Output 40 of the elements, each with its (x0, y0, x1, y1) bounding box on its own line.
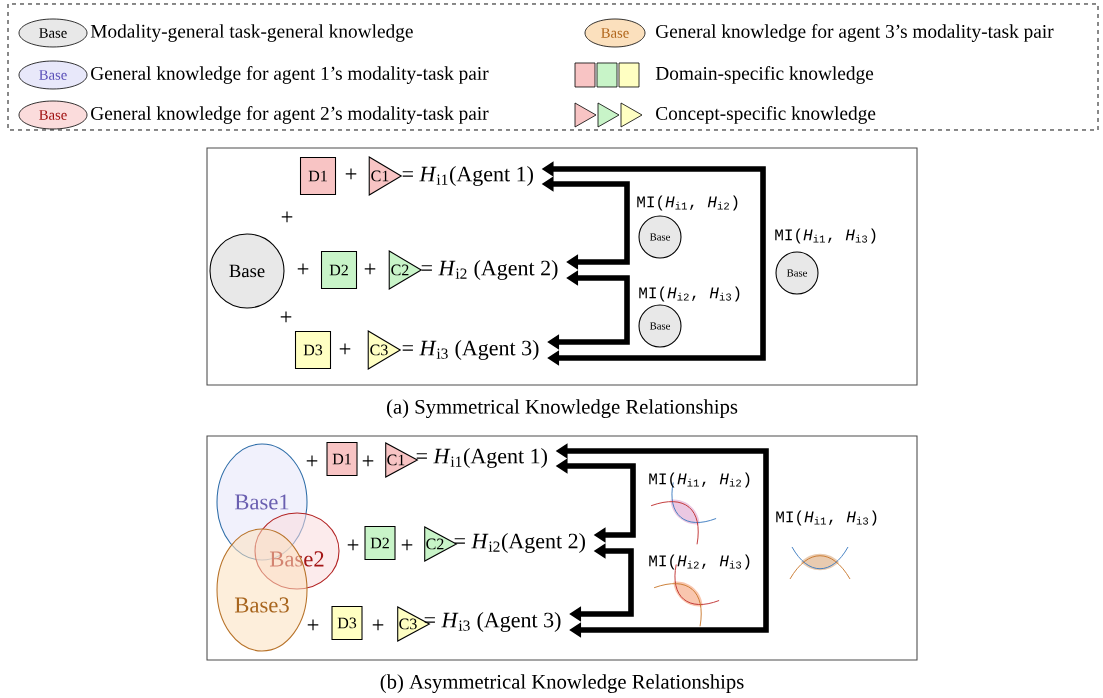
plus-sign: + (281, 211, 293, 223)
legend-text: Modality-general task-general knowledge (90, 24, 413, 42)
domain-box: D3 (331, 605, 363, 641)
plus-sign: + (297, 263, 309, 275)
legend-text: General knowledge for agent 3’s modality-task pair (656, 24, 1054, 42)
plus-sign: + (306, 455, 318, 467)
plus-sign: + (307, 619, 319, 631)
legend-text: Domain-specific knowledge (655, 66, 874, 84)
plus-sign: + (347, 539, 359, 551)
mi-label: MI(H$_{i1}$, H$_{i2}$) (649, 472, 750, 488)
mi-label: MI(H$_{i1}$, H$_{i3}$) (775, 228, 876, 244)
plus-sign: + (362, 455, 374, 467)
domain-box: D2 (364, 525, 396, 561)
agent-formula: = H$_{i1}$(Agent 1) (416, 448, 547, 468)
domain-box: D2 (320, 250, 358, 290)
mi-label: MI(H$_{i1}$, H$_{i3}$) (776, 510, 877, 526)
plus-sign: + (401, 539, 413, 551)
agent-formula: = H$_{i3}$ (Agent 3) (402, 340, 539, 360)
plus-sign: + (280, 311, 292, 323)
domain-box: D1 (299, 156, 337, 196)
agent-formula: = H$_{i2}$ (Agent 2) (421, 260, 558, 280)
legend-text: General knowledge for agent 2’s modality-task pair (91, 106, 489, 124)
mi-label: MI(H$_{i2}$, H$_{i3}$) (649, 554, 750, 570)
plus-sign: + (339, 343, 351, 355)
swatch-label: Base (39, 110, 67, 120)
domain-box: D1 (326, 441, 358, 477)
mi-label: MI(H$_{i2}$, H$_{i3}$) (639, 286, 740, 302)
legend-text: General knowledge for agent 1’s modality-task pair (91, 66, 489, 84)
swatch-label: Base (39, 28, 67, 38)
swatch-label: Base (601, 28, 629, 38)
domain-box: D3 (294, 330, 332, 370)
plus-sign: + (345, 168, 357, 180)
mi-label: MI(H$_{i1}$, H$_{i2}$) (637, 195, 738, 211)
plus-sign: + (364, 263, 376, 275)
node-label: (b) Asymmetrical Knowledge Relationships (380, 674, 744, 694)
plus-sign: + (372, 619, 384, 631)
swatch-label: Base (39, 70, 67, 80)
node-label: (a) Symmetrical Knowledge Relationships (386, 399, 738, 419)
agent-formula: = H$_{i1}$(Agent 1) (402, 166, 533, 186)
legend-text: Concept-specific knowledge (656, 106, 876, 124)
